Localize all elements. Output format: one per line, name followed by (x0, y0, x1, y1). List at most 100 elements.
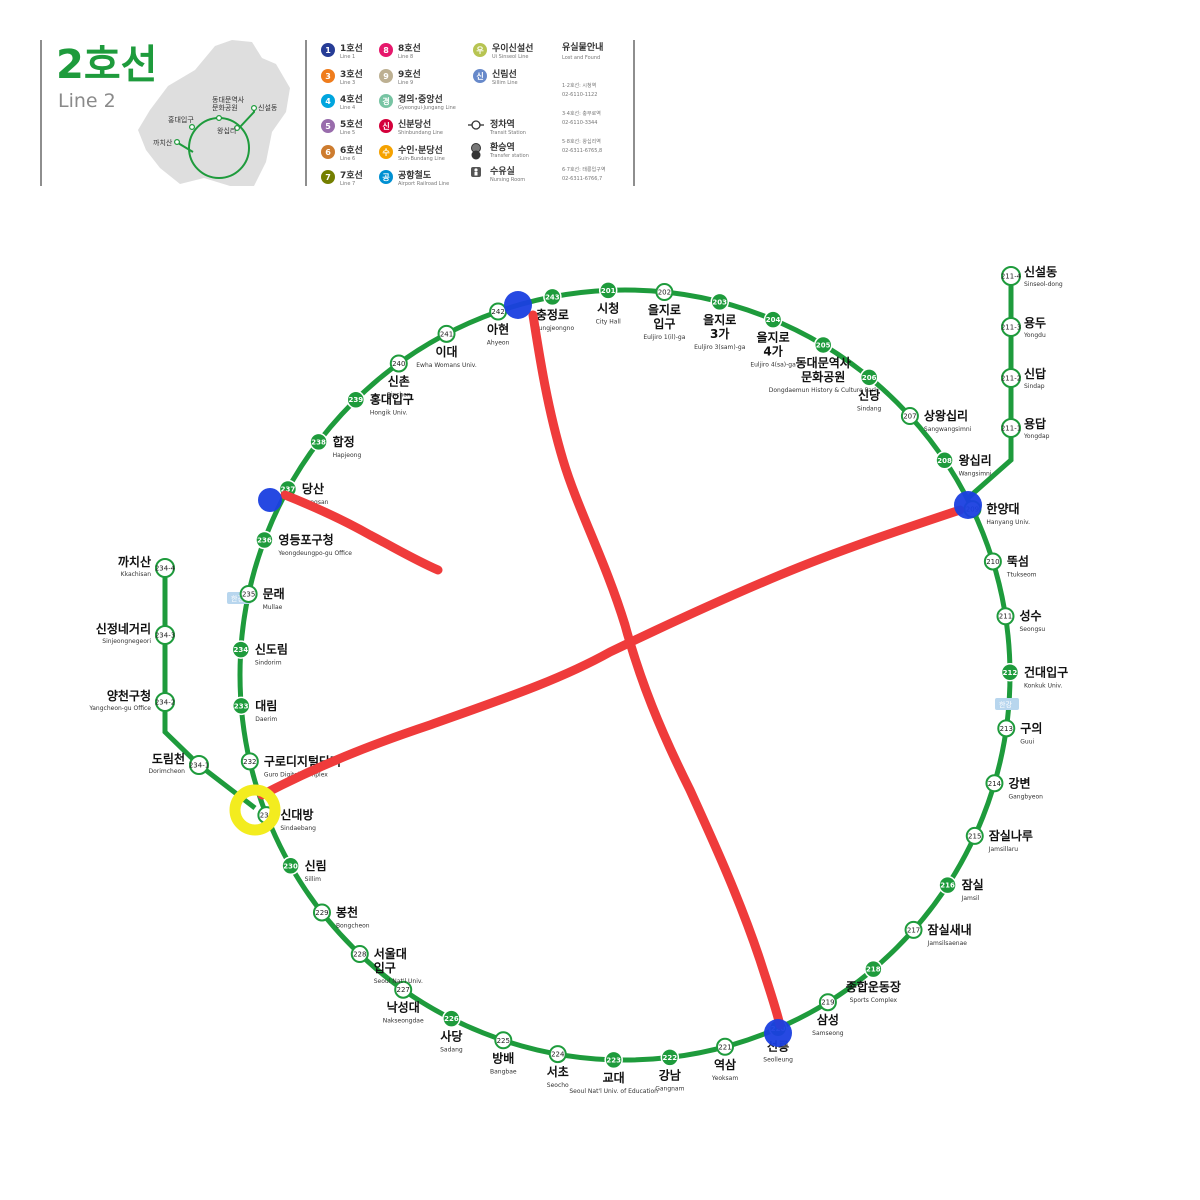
station-name-ko: 신림 (305, 858, 327, 873)
station-name-ko: 서초 (547, 1064, 569, 1079)
lost-found-phone: 02-6110-3344 (562, 120, 597, 126)
station-marker-transfer (231, 640, 251, 659)
station-marker (900, 407, 919, 426)
station-name-en: Seongsu (1019, 626, 1045, 633)
station-marker-transfer (255, 530, 274, 550)
line-badge-label: 신 (382, 121, 389, 131)
station-name-ko: 종합운동장 (846, 979, 901, 994)
station-name-en: Seoul Nat'l Univ. (374, 978, 423, 985)
station-name-ko: 건대입구 (1024, 664, 1068, 679)
station-number: 234-1 (189, 762, 209, 770)
station-number: 235 (242, 590, 255, 598)
station-marker (904, 920, 923, 939)
station-number: 205 (816, 341, 831, 349)
lost-found-title-en: Lost and Found (562, 55, 600, 61)
station-name-ko: 4가 (763, 344, 782, 359)
line-badge (379, 145, 393, 159)
legend-symbol-en: Nursing Room (490, 177, 525, 183)
station-marker-transfer (710, 292, 729, 312)
sinjeong-branch-line (162, 568, 257, 810)
station-name-ko: 까치산 (118, 554, 151, 569)
station-marker (189, 755, 209, 775)
line-badge (379, 170, 393, 184)
annotation-red-stroke-west-east (257, 505, 965, 800)
station-name-en: Sadang (440, 1047, 463, 1054)
station-marker-transfer (543, 287, 562, 307)
transit-station-symbol (471, 120, 481, 130)
station-name-en: Sinjeongnegeori (102, 638, 151, 645)
line-badge (321, 119, 335, 133)
station-marker (155, 558, 175, 578)
station-marker-transfer (763, 310, 783, 329)
station-name-ko: 문화공원 (801, 369, 845, 384)
station-name-en: Sinseol-dong (1024, 281, 1063, 288)
line-badge-label: 경 (382, 96, 389, 106)
legend-line-en: Line 8 (398, 54, 413, 60)
line-badge (379, 69, 393, 83)
station-number: 242 (491, 308, 504, 316)
line-badge (379, 94, 393, 108)
station-name-ko: 도림천 (152, 751, 185, 766)
station-name-en: Ttukseom (1006, 571, 1037, 578)
station-name-ko: 대림 (255, 699, 277, 713)
station-name-ko: 아현 (487, 322, 509, 337)
station-name-en: Euljiro 1(il)-ga (643, 334, 685, 341)
station-number: 212 (1003, 669, 1018, 677)
mini-map-branch-west (177, 142, 194, 153)
station-name-ko: 신설동 (1024, 264, 1057, 279)
lost-found-title-ko: 유실물안내 (562, 41, 603, 53)
line-badge-label: 1 (325, 46, 331, 55)
station-name-ko: 을지로 (703, 312, 736, 327)
station-name-en: Euljiro 4(sa)-ga (750, 362, 796, 369)
